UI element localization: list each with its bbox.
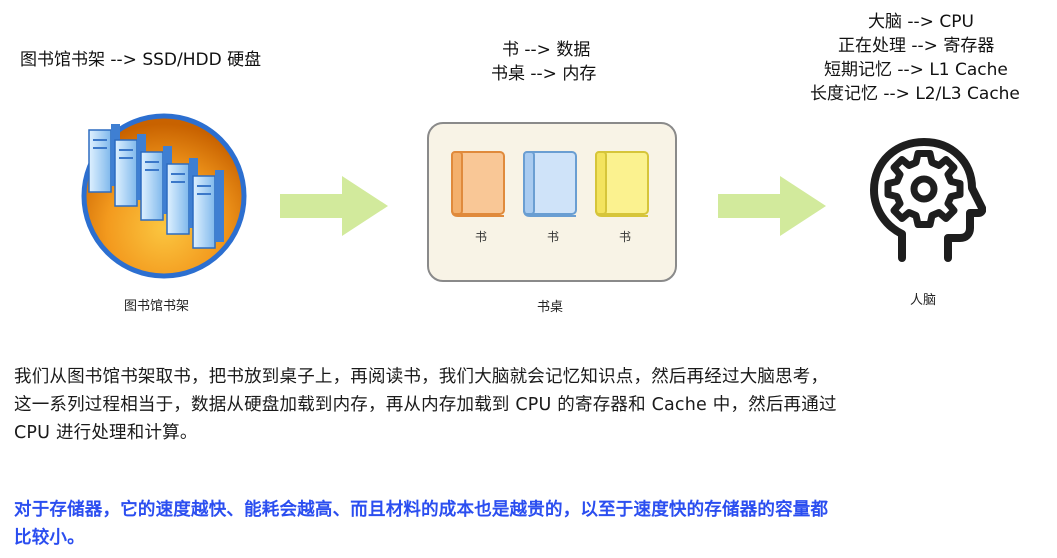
brain-caption: 人脑: [910, 293, 937, 308]
head-gear-icon: [856, 134, 987, 264]
paragraph-line: 我们从图书馆书架取书，把书放到桌子上，再阅读书，我们大脑就会记忆知识点，然后再经…: [14, 367, 829, 387]
book-label: 书: [474, 230, 487, 244]
brain-mapping-line-3: 短期记忆 --> L1 Cache: [824, 60, 1008, 80]
library-caption: 图书馆书架: [124, 299, 190, 314]
paragraph-line: CPU 进行处理和计算。: [14, 423, 198, 443]
desk-caption: 书桌: [537, 300, 564, 315]
paragraph-line: 这一系列过程相当于，数据从硬盘加载到内存，再从内存加载到 CPU 的寄存器和 C…: [14, 395, 837, 415]
book-icon: [450, 150, 508, 220]
arrow-right-icon: [718, 176, 828, 236]
brain-mapping-line-4: 长度记忆 --> L2/L3 Cache: [810, 84, 1020, 104]
book-label: 书: [618, 230, 631, 244]
arrow-right-icon: [280, 176, 390, 236]
brain-mapping-line-2: 正在处理 --> 寄存器: [838, 36, 995, 56]
book-icon: [522, 150, 580, 220]
explanation-paragraph: 我们从图书馆书架取书，把书放到桌子上，再阅读书，我们大脑就会记忆知识点，然后再经…: [14, 363, 837, 447]
book-label: 书: [546, 230, 559, 244]
library-mapping-label: 图书馆书架 --> SSD/HDD 硬盘: [20, 50, 262, 70]
highlight-paragraph: 对于存储器，它的速度越快、能耗会越高、而且材料的成本也是越贵的，以至于速度快的存…: [14, 496, 828, 552]
desk-mapping-line-2: 书桌 --> 内存: [491, 64, 597, 84]
book-icon: [594, 150, 652, 220]
paragraph-line: 对于存储器，它的速度越快、能耗会越高、而且材料的成本也是越贵的，以至于速度快的存…: [14, 500, 829, 520]
desk-mapping-line-1: 书 --> 数据: [502, 40, 591, 60]
paragraph-line: 比较小。: [14, 528, 85, 548]
server-rack-icon: [77, 112, 251, 280]
brain-mapping-line-1: 大脑 --> CPU: [868, 12, 974, 32]
